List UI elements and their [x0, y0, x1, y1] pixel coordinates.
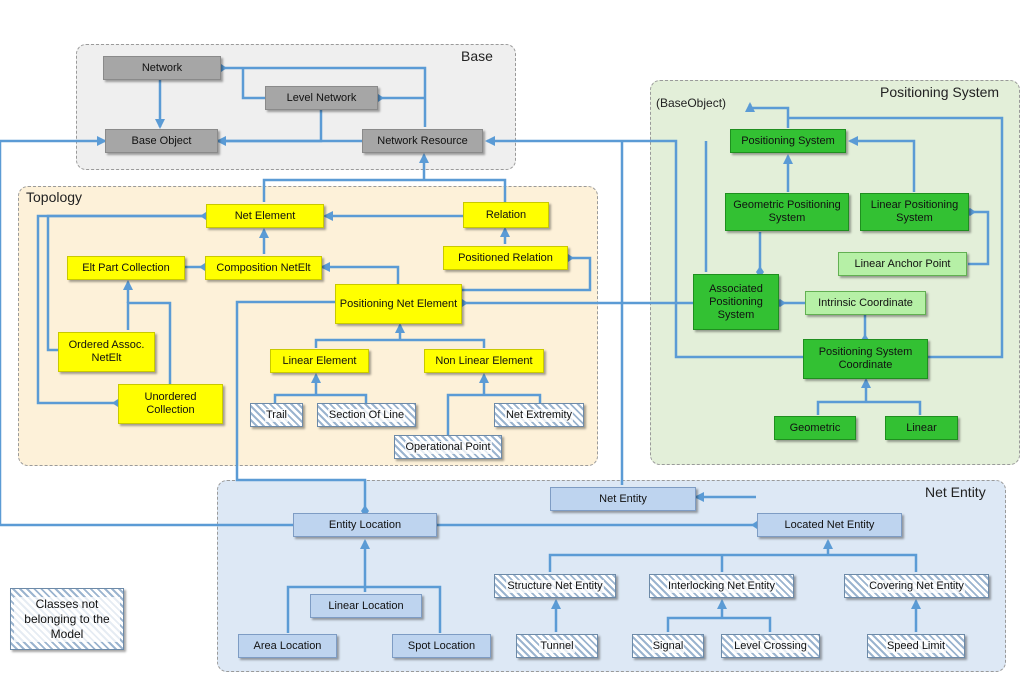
trail-label: Trail	[265, 408, 288, 422]
structure-net-entity-box: Structure Net Entity	[494, 574, 616, 598]
tunnel-box: Tunnel	[516, 634, 598, 658]
section-of-line-box: Section Of Line	[317, 403, 416, 427]
linear-element-box: Linear Element	[270, 349, 369, 373]
net-extremity-label: Net Extremity	[504, 408, 573, 422]
net-element-box: Net Element	[206, 204, 324, 228]
geometric-box: Geometric	[774, 416, 856, 440]
positioning-system-box: Positioning System	[730, 129, 846, 153]
network-box: Network	[103, 56, 221, 80]
interlocking-net-entity-label: Interlocking Net Entity	[667, 579, 776, 593]
intrinsic-coordinate-box: Intrinsic Coordinate	[805, 291, 926, 315]
geometric-positioning-system-box: Geometric Positioning System	[725, 193, 849, 231]
base-region-title: Base	[461, 48, 493, 64]
elt-part-collection-box: Elt Part Collection	[67, 256, 185, 280]
interlocking-net-entity-box: Interlocking Net Entity	[649, 574, 794, 598]
area-location-box: Area Location	[238, 634, 337, 658]
tunnel-label: Tunnel	[539, 639, 575, 653]
section-of-line-label: Section Of Line	[327, 408, 406, 422]
linear-positioning-system-box: Linear Positioning System	[860, 193, 969, 231]
speed-limit-label: Speed Limit	[885, 639, 947, 653]
linear-anchor-point-box: Linear Anchor Point	[838, 252, 967, 276]
ordered-assoc-netelt-box: Ordered Assoc. NetElt	[58, 332, 155, 372]
positioning-system-coordinate-box: Positioning System Coordinate	[803, 339, 928, 379]
associated-positioning-system-box: Associated Positioning System	[693, 274, 779, 330]
covering-net-entity-label: Covering Net Entity	[868, 579, 965, 593]
located-net-entity-box: Located Net Entity	[757, 513, 902, 537]
base-object-box: Base Object	[105, 129, 218, 153]
spot-location-box: Spot Location	[392, 634, 491, 658]
net-extremity-box: Net Extremity	[494, 403, 584, 427]
base-object-note: (BaseObject)	[656, 96, 727, 110]
speed-limit-box: Speed Limit	[867, 634, 965, 658]
structure-net-entity-label: Structure Net Entity	[506, 579, 604, 593]
composition-netelt-box: Composition NetElt	[205, 256, 322, 280]
trail-box: Trail	[250, 403, 303, 427]
entity-location-box: Entity Location	[293, 513, 437, 537]
unordered-collection-box: Unordered Collection	[118, 384, 223, 424]
positioned-relation-box: Positioned Relation	[443, 246, 568, 270]
non-linear-element-box: Non Linear Element	[424, 349, 544, 373]
positioning-system-region-title: Positioning System	[880, 84, 1000, 100]
level-network-box: Level Network	[265, 86, 378, 110]
linear-box: Linear	[885, 416, 958, 440]
operational-point-box: Operational Point	[394, 435, 502, 459]
legend-text: Classes not belonging to the Model	[14, 596, 120, 642]
operational-point-label: Operational Point	[404, 440, 492, 454]
relation-box: Relation	[463, 202, 549, 228]
level-crossing-box: Level Crossing	[721, 634, 820, 658]
signal-label: Signal	[651, 639, 685, 653]
signal-box: Signal	[632, 634, 704, 658]
network-resource-box: Network Resource	[362, 129, 483, 153]
net-entity-region-title: Net Entity	[925, 484, 986, 500]
covering-net-entity-box: Covering Net Entity	[844, 574, 989, 598]
positioning-net-element-box: Positioning Net Element	[335, 284, 462, 324]
level-crossing-label: Level Crossing	[733, 639, 808, 653]
net-entity-box: Net Entity	[550, 487, 696, 511]
topology-region-title: Topology	[26, 189, 83, 205]
legend-box: Classes not belonging to the Model	[10, 588, 124, 650]
linear-location-box: Linear Location	[310, 594, 422, 618]
